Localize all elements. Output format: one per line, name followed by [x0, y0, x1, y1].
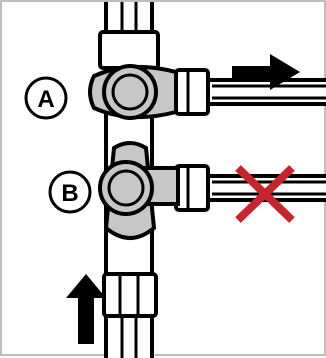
valve-a-label: A: [24, 76, 68, 120]
blocked-x-icon: [235, 165, 295, 223]
valve-a-letter: A: [37, 86, 54, 113]
valve-a[interactable]: [88, 64, 178, 120]
flow-arrow-icon: [66, 274, 106, 344]
valve-b-letter: B: [61, 180, 78, 207]
valve-b-label: B: [48, 170, 92, 214]
bottom-coupling: [102, 272, 158, 318]
valve-b[interactable]: [98, 141, 180, 240]
flow-arrow-icon: [232, 54, 300, 90]
top-coupling: [98, 30, 160, 70]
